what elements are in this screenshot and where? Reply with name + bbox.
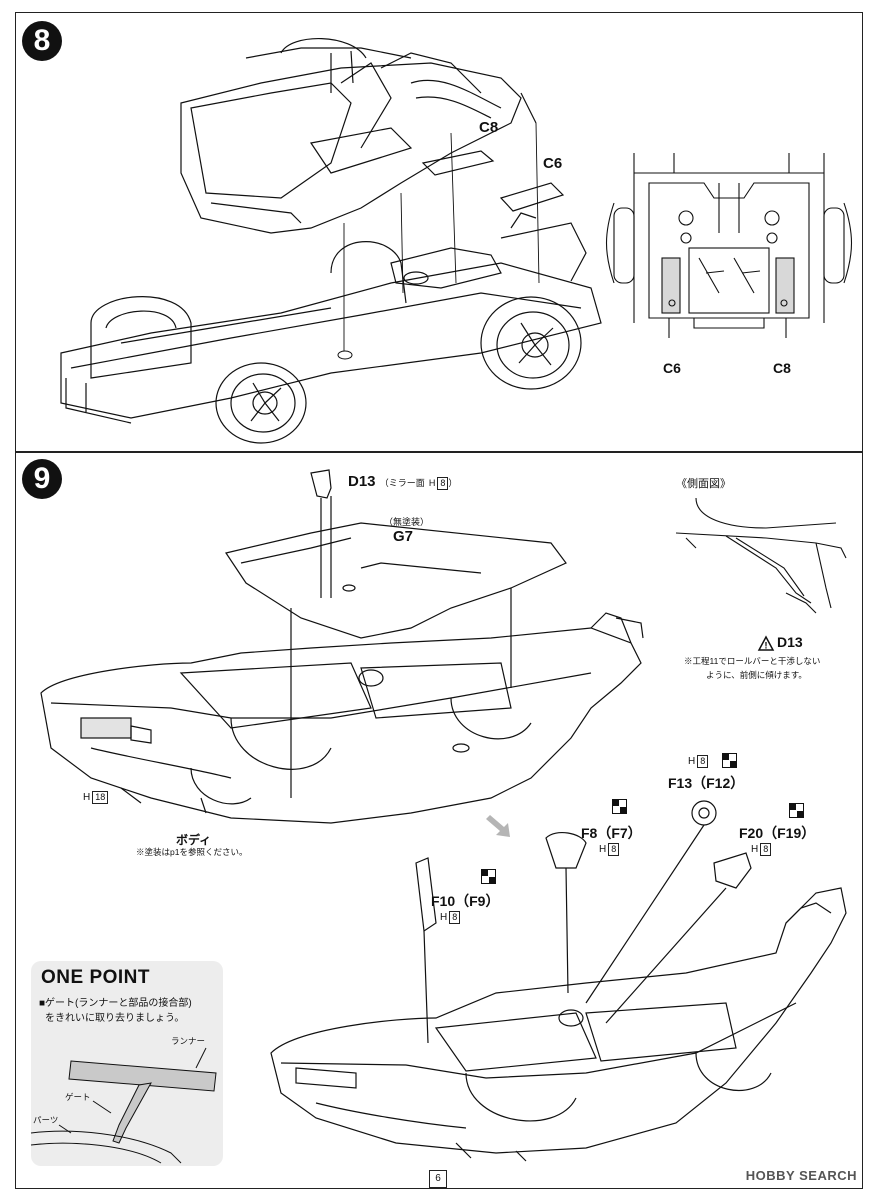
d13-color: H bbox=[428, 478, 436, 488]
assembly-arrow-icon bbox=[486, 815, 510, 837]
f8-paint-icon bbox=[612, 799, 627, 814]
step-9-lower-body-illustration bbox=[270, 800, 847, 1162]
one-point-text-line1: ■ゲート(ランナーと部品の接合部) bbox=[39, 998, 192, 1009]
side-note-line1: ※工程11でロールバーと干渉しない bbox=[684, 656, 821, 666]
svg-text:!: ! bbox=[765, 641, 768, 651]
part-c8-label: C8 bbox=[479, 119, 499, 136]
step-9-body-illustration bbox=[40, 469, 644, 824]
d13-note: （ミラー面 bbox=[379, 478, 425, 488]
page-number: 6 bbox=[429, 1170, 447, 1188]
part-f10-label: F10（F9） bbox=[431, 893, 500, 909]
side-note-line2: ように、前側に傾けます。 bbox=[706, 670, 807, 680]
detail-c6-label: C6 bbox=[663, 360, 681, 376]
part-g7-label: G7 bbox=[393, 528, 414, 545]
side-d13-label: D13 bbox=[777, 634, 803, 650]
part-c6-label: C6 bbox=[543, 155, 563, 172]
f20-paint-icon bbox=[789, 803, 804, 818]
body-color-num: 18 bbox=[92, 791, 109, 804]
caution-icon: ! bbox=[757, 635, 775, 651]
f8-color: H bbox=[599, 844, 607, 855]
one-point-text-line2: をきれいに取り去りましょう。 bbox=[45, 1013, 185, 1024]
f20-color: H bbox=[751, 844, 759, 855]
part-f8-label: F8（F7） bbox=[581, 825, 642, 841]
d13-note-close: ） bbox=[448, 478, 458, 488]
step-8-chassis-illustration bbox=[60, 37, 602, 444]
side-view-title: 《側面図》 bbox=[676, 478, 731, 490]
body-label: ボディ bbox=[176, 833, 212, 847]
body-note: ※塗装はp1を参照ください。 bbox=[136, 847, 248, 857]
f13-paint-icon bbox=[722, 753, 737, 768]
d13-color-num: 8 bbox=[437, 477, 449, 490]
f10-color: H bbox=[440, 912, 448, 923]
label-gate: ゲート bbox=[65, 1092, 91, 1102]
label-parts: パーツ bbox=[33, 1115, 59, 1125]
f13-color: H bbox=[688, 756, 696, 767]
step-8-underside-detail bbox=[605, 153, 853, 338]
body-color: H bbox=[83, 792, 91, 803]
f8-color-num: 8 bbox=[608, 843, 620, 856]
step-9-panel: 9 bbox=[15, 452, 863, 1189]
g7-note: （無塗装） bbox=[384, 517, 430, 527]
f20-color-num: 8 bbox=[760, 843, 772, 856]
step-9-badge: 9 bbox=[22, 459, 62, 499]
watermark: HOBBY SEARCH bbox=[745, 1168, 857, 1183]
step-8-panel: 8 bbox=[15, 12, 863, 452]
one-point-box: ONE POINT ■ゲート(ランナーと部品の接合部) をきれいに取り去りましょ… bbox=[30, 961, 223, 1166]
f10-paint-icon bbox=[481, 869, 496, 884]
one-point-title: ONE POINT bbox=[41, 967, 151, 988]
f13-color-num: 8 bbox=[697, 755, 709, 768]
label-runner: ランナー bbox=[171, 1036, 206, 1046]
step-8-badge: 8 bbox=[22, 21, 62, 61]
detail-c8-label: C8 bbox=[773, 360, 791, 376]
part-f13-label: F13（F12） bbox=[668, 775, 745, 791]
gate-diagram bbox=[30, 1047, 217, 1164]
part-f20-label: F20（F19） bbox=[739, 825, 816, 841]
side-view-illustration bbox=[675, 497, 847, 614]
f10-color-num: 8 bbox=[449, 911, 461, 924]
part-d13-name: D13 bbox=[348, 473, 376, 490]
